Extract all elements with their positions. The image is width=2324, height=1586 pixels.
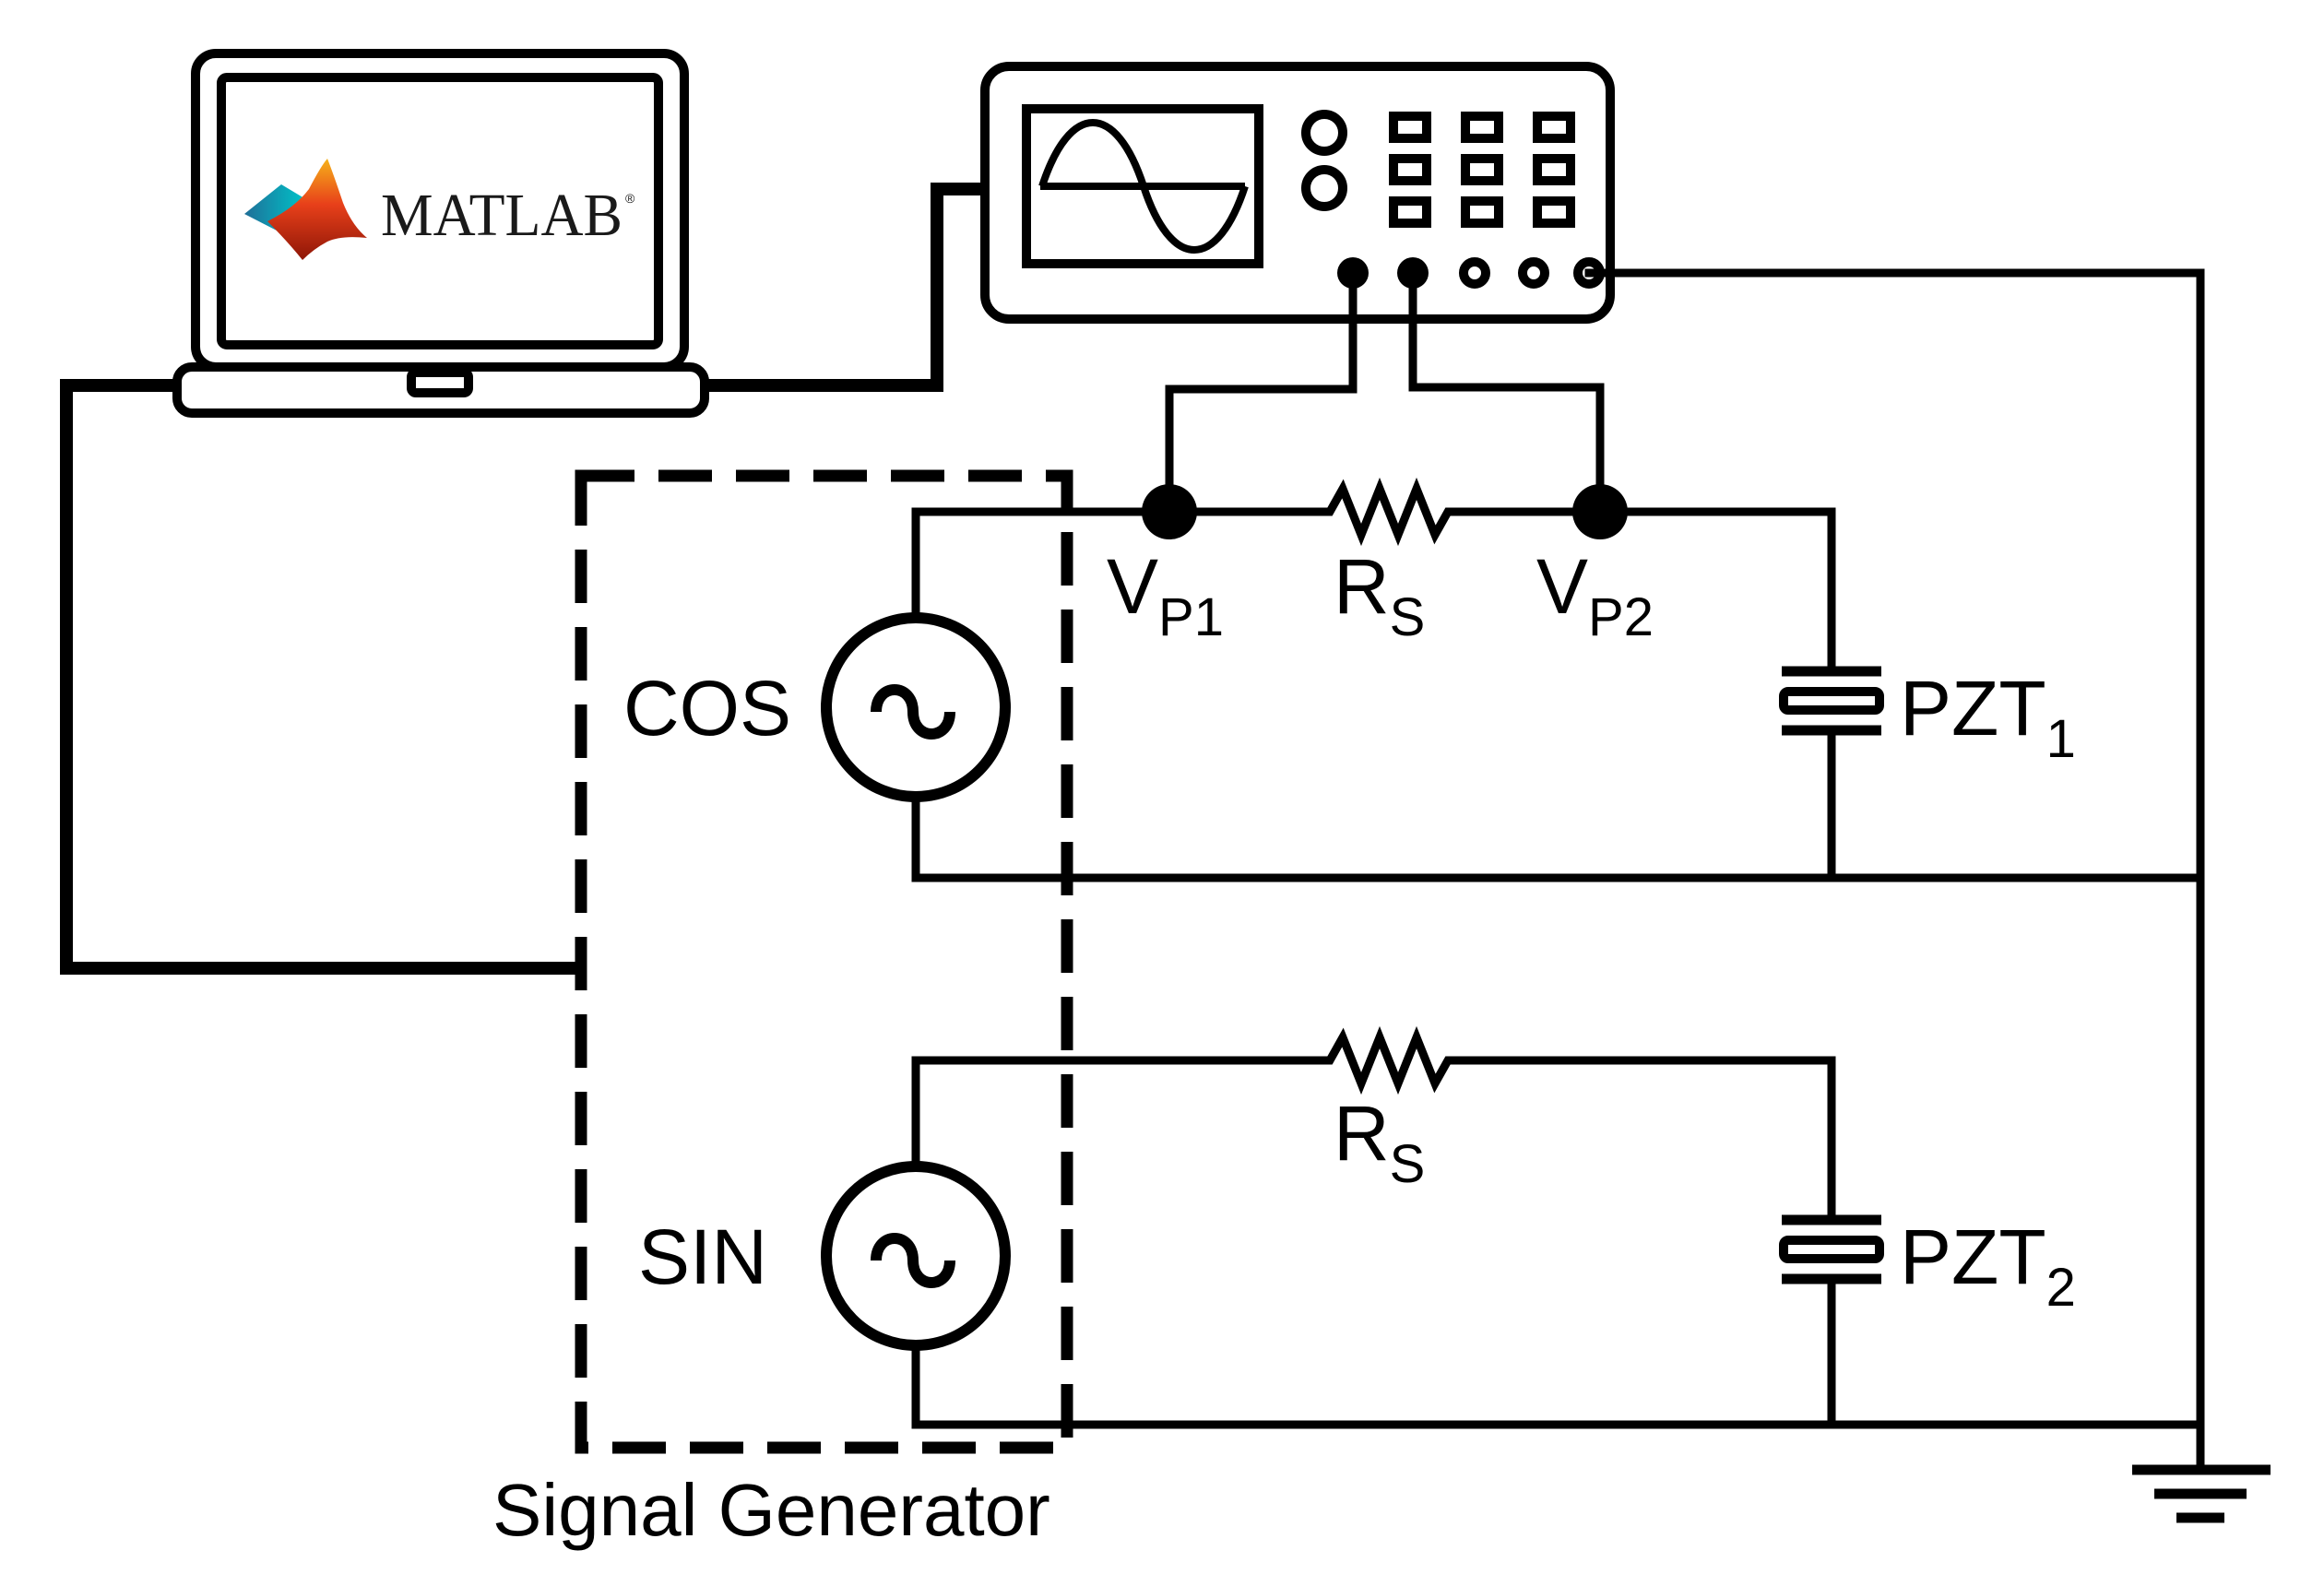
laptop: MATLAB ®	[172, 49, 709, 418]
scope-button	[1389, 112, 1431, 143]
cos-label: COS	[623, 665, 791, 752]
laptop-to-oscilloscope-cable	[705, 183, 985, 392]
scope-button	[1461, 154, 1503, 185]
cos-tilde-icon	[871, 684, 955, 740]
rs-top-label: RS	[1334, 543, 1425, 647]
oscilloscope-display	[1022, 104, 1263, 268]
rs-bottom-label: RS	[1334, 1090, 1425, 1194]
vp1-label: VP1	[1107, 543, 1224, 647]
pzt2-element	[1779, 1214, 1884, 1429]
oscilloscope-sine-wave	[1038, 119, 1249, 254]
matlab-logo: MATLAB ®	[244, 159, 635, 260]
oscilloscope-knob-1	[1301, 110, 1347, 156]
oscilloscope-knob-2	[1301, 165, 1347, 211]
cos-branch	[821, 268, 2205, 882]
laptop-trackpad	[407, 368, 473, 397]
sin-bottom-wire	[911, 1341, 2205, 1429]
pzt2-label: PZT2	[1900, 1213, 2076, 1318]
pzt1-crystal	[1779, 687, 1884, 715]
scope-button	[1533, 154, 1575, 185]
scope-button	[1389, 196, 1431, 228]
matlab-membrane-base	[244, 184, 304, 231]
oscilloscope-button-grid	[1389, 112, 1575, 228]
sin-branch	[821, 1025, 2205, 1429]
rs-top-resistor	[1312, 477, 1462, 547]
vp2-label: VP2	[1536, 543, 1654, 647]
sin-top-wire	[911, 1056, 1322, 1171]
rs-bottom-resistor	[1312, 1025, 1462, 1095]
matlab-logo-text: MATLAB	[381, 182, 622, 249]
scope-button	[1533, 112, 1575, 143]
pzt2-crystal	[1779, 1236, 1884, 1263]
vp2-probe-lead	[1408, 268, 1605, 516]
scope-button	[1533, 196, 1575, 228]
vp1-probe-lead	[1165, 268, 1358, 516]
wire-rs-to-pzt2	[1452, 1056, 1836, 1220]
scope-ground-wire	[1584, 268, 2205, 1471]
laptop-screen	[217, 73, 663, 349]
sin-label: SIN	[638, 1213, 767, 1300]
pzt1-element	[1779, 666, 1884, 882]
sin-tilde-icon	[871, 1233, 955, 1288]
cos-bottom-wire	[911, 792, 2205, 882]
signal-generator-label: Signal Generator	[492, 1469, 1050, 1551]
wire-vp2-to-pzt1	[1595, 507, 1836, 671]
signal-generator-enclosure	[575, 469, 1073, 1454]
matlab-membrane-peak	[267, 159, 367, 260]
scope-button	[1389, 154, 1431, 185]
scope-button	[1461, 196, 1503, 228]
pzt1-label: PZT1	[1900, 665, 2076, 769]
scope-button	[1461, 112, 1503, 143]
scope-port-3	[1459, 257, 1490, 289]
oscilloscope	[980, 62, 1615, 324]
laptop-to-signal-generator-cable	[60, 379, 579, 975]
scope-port-4	[1518, 257, 1549, 289]
matlab-registered-mark: ®	[625, 191, 635, 206]
ground-icon	[2132, 1464, 2271, 1523]
